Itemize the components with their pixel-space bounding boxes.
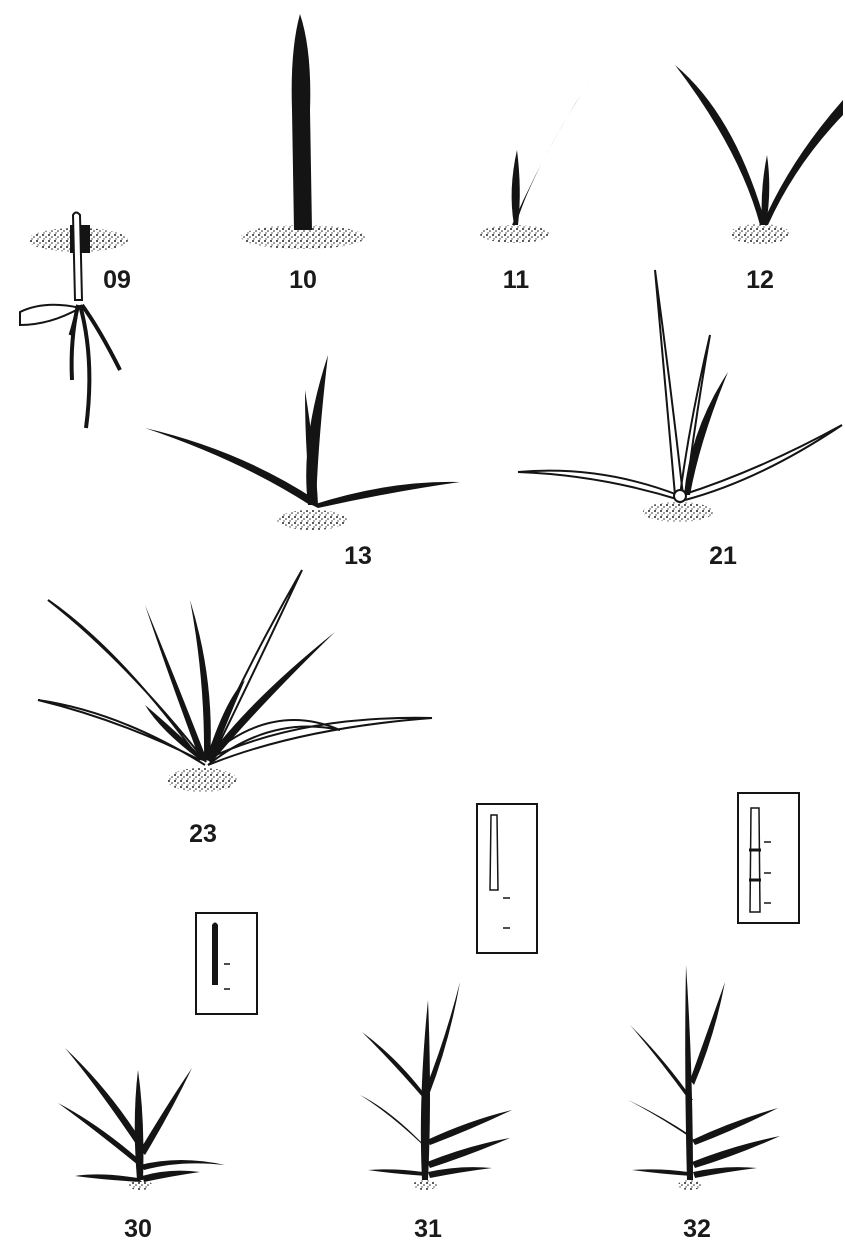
stage-label-31: 31 — [414, 1215, 442, 1244]
stage-label-32: 32 — [683, 1215, 711, 1244]
stage-label-12: 12 — [746, 266, 774, 295]
inset-box-31 — [477, 804, 537, 953]
stage-11-drawing — [480, 80, 590, 243]
stage-label-10: 10 — [289, 266, 317, 295]
inset-box-30 — [196, 913, 257, 1014]
stage-label-13: 13 — [344, 542, 372, 571]
stage-30-drawing — [58, 1048, 225, 1190]
stage-label-21: 21 — [709, 542, 737, 571]
stage-label-09: 09 — [103, 266, 131, 295]
stage-31-drawing — [360, 982, 512, 1190]
stage-10-drawing — [241, 14, 365, 249]
stage-label-30: 30 — [124, 1215, 152, 1244]
stage-23-drawing — [38, 570, 432, 792]
stage-label-23: 23 — [189, 820, 217, 849]
stage-12-drawing — [675, 65, 843, 244]
stage-13-drawing — [145, 355, 460, 530]
inset-box-32 — [738, 793, 799, 923]
stage-09-drawing — [20, 213, 128, 429]
stage-32-drawing — [628, 965, 780, 1190]
stage-label-11: 11 — [503, 266, 529, 295]
stage-21-drawing — [518, 270, 842, 522]
